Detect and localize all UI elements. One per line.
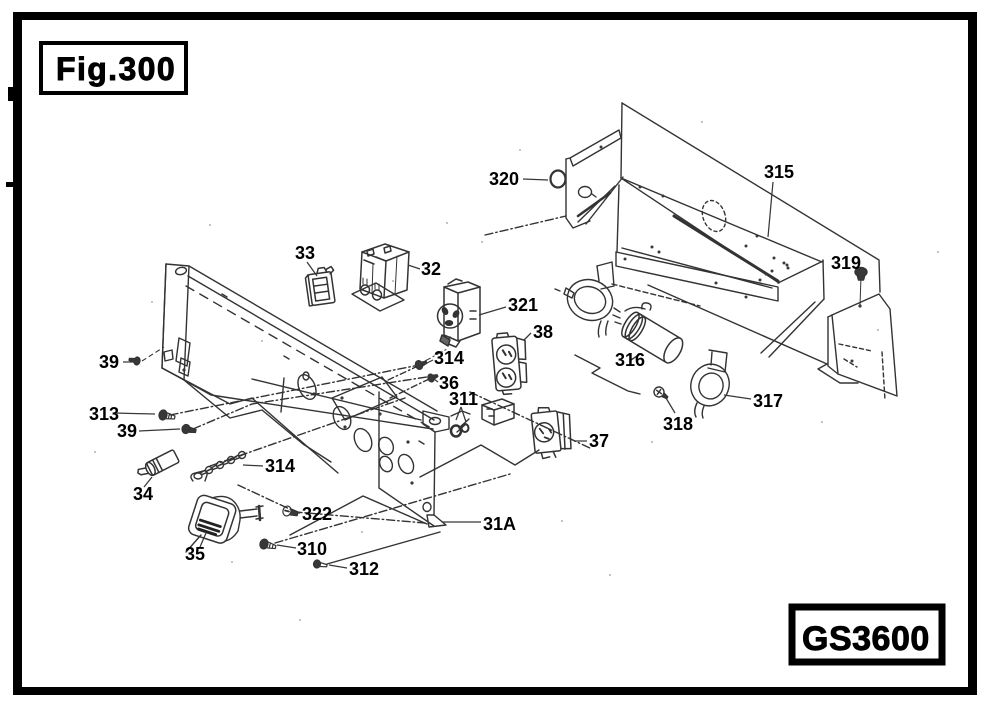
svg-text:320: 320 (489, 169, 519, 189)
svg-text:318: 318 (663, 414, 693, 434)
svg-text:31A: 31A (483, 514, 516, 534)
svg-text:33: 33 (295, 243, 315, 263)
svg-text:36: 36 (439, 373, 459, 393)
svg-text:319: 319 (831, 253, 861, 273)
svg-text:39: 39 (117, 421, 137, 441)
svg-text:Fig.300: Fig.300 (56, 51, 176, 87)
svg-text:313: 313 (89, 404, 119, 424)
svg-text:GS3600: GS3600 (802, 620, 930, 658)
svg-text:317: 317 (753, 391, 783, 411)
svg-text:312: 312 (349, 559, 379, 579)
svg-text:38: 38 (533, 322, 553, 342)
svg-text:316: 316 (615, 350, 645, 370)
svg-text:39: 39 (99, 352, 119, 372)
svg-text:314: 314 (265, 456, 295, 476)
svg-text:322: 322 (302, 504, 332, 524)
svg-text:32: 32 (421, 259, 441, 279)
svg-text:321: 321 (508, 295, 538, 315)
svg-text:311: 311 (449, 389, 478, 409)
svg-text:35: 35 (185, 544, 205, 564)
svg-text:315: 315 (764, 162, 794, 182)
svg-text:34: 34 (133, 484, 153, 504)
svg-text:37: 37 (589, 431, 609, 451)
svg-text:310: 310 (297, 539, 327, 559)
svg-text:314: 314 (434, 348, 464, 368)
